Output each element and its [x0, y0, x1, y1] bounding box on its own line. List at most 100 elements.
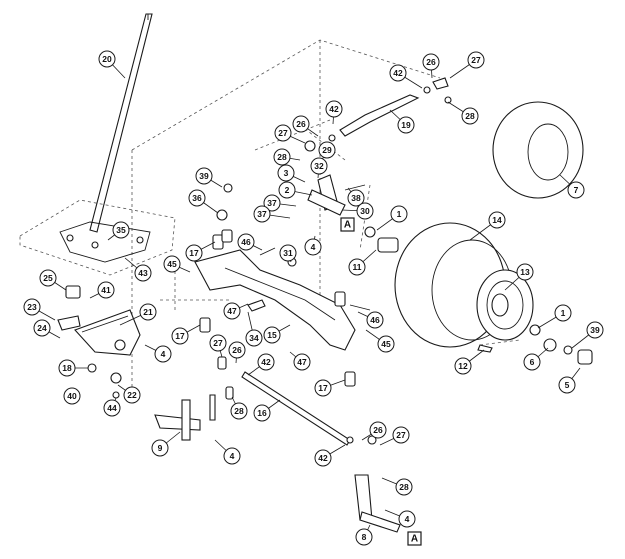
callout-28: 28 — [447, 101, 479, 125]
callout-42: 42 — [389, 64, 423, 89]
callout-17: 17 — [171, 324, 201, 345]
callout-number: 17 — [189, 248, 199, 258]
callout-27: 27 — [274, 124, 306, 144]
callout-number: 22 — [127, 390, 137, 400]
callout-bubble — [422, 53, 440, 71]
callout-number: 28 — [465, 111, 475, 121]
callout-number: 27 — [471, 55, 481, 65]
callout-bubble — [467, 51, 485, 69]
callout-1: 1 — [376, 205, 408, 231]
callout-number: 19 — [401, 120, 411, 130]
callout-bubble — [154, 345, 172, 363]
callout-42: 42 — [325, 100, 343, 125]
callout-39: 39 — [571, 321, 604, 349]
callout-number: 39 — [590, 325, 600, 335]
callout-bubble — [103, 399, 121, 417]
callout-bubble — [586, 321, 604, 339]
callout-bubble — [389, 64, 407, 82]
callout-number: 27 — [278, 128, 288, 138]
callout-bubble — [318, 141, 336, 159]
callout-number: 26 — [296, 119, 306, 129]
callout-21: 21 — [119, 303, 157, 326]
callout-number: 39 — [199, 171, 209, 181]
callout-number: 41 — [101, 285, 111, 295]
callout-30: 30 — [341, 202, 374, 220]
callout-bubble — [245, 329, 263, 347]
callout-26: 26 — [228, 341, 246, 364]
callout-number: 12 — [458, 361, 468, 371]
callout-28: 28 — [230, 396, 248, 420]
callout-number: 7 — [574, 185, 579, 195]
callout-bubble — [369, 421, 387, 439]
callout-9: 9 — [151, 431, 181, 457]
callout-5: 5 — [558, 367, 581, 394]
callout-number: 13 — [520, 267, 530, 277]
callout-bubble — [278, 181, 296, 199]
callout-4: 4 — [214, 439, 241, 465]
callout-24: 24 — [33, 319, 61, 339]
callout-18: 18 — [58, 359, 88, 377]
callout-number: 4 — [405, 514, 410, 524]
callout-15: 15 — [263, 324, 291, 344]
callout-bubble — [171, 327, 189, 345]
callout-26: 26 — [422, 53, 440, 79]
callout-39: 39 — [195, 167, 223, 188]
callout-19: 19 — [389, 109, 415, 134]
callout-16: 16 — [253, 399, 281, 422]
callout-41: 41 — [89, 281, 115, 299]
callout-47: 47 — [289, 351, 311, 371]
callout-number: 5 — [565, 380, 570, 390]
spindle-left — [154, 394, 216, 441]
tie-rod — [241, 371, 351, 446]
front-axle-beam — [194, 249, 356, 351]
drag-link — [339, 94, 420, 137]
callout-17: 17 — [314, 379, 346, 397]
callout-bubble — [454, 357, 472, 375]
callout-47: 47 — [223, 302, 249, 320]
callout-number: 24 — [37, 323, 47, 333]
callout-27: 27 — [209, 334, 227, 358]
callout-bubble — [355, 528, 373, 546]
callout-bubble — [395, 478, 413, 496]
callout-number: 14 — [492, 215, 502, 225]
callout-bubble — [58, 359, 76, 377]
callout-40: 40 — [63, 387, 81, 405]
callout-bubble — [230, 402, 248, 420]
callout-bubble — [33, 319, 51, 337]
callout-number: 4 — [230, 451, 235, 461]
callout-bubble — [554, 304, 572, 322]
callout-number: 17 — [175, 331, 185, 341]
callout-number: 34 — [249, 333, 259, 343]
callout-31: 31 — [279, 244, 297, 263]
callout-17: 17 — [185, 241, 216, 262]
callout-number: 47 — [297, 357, 307, 367]
small-parts — [65, 77, 593, 445]
callout-number: 28 — [234, 406, 244, 416]
callout-bubble — [293, 353, 311, 371]
callout-bubble — [237, 233, 255, 251]
callout-bubble — [63, 387, 81, 405]
callout-bubble — [263, 194, 281, 212]
callout-bubble — [488, 211, 506, 229]
callout-bubble — [274, 124, 292, 142]
callout-number: 43 — [138, 268, 148, 278]
sector-gear — [57, 309, 141, 356]
callout-bubble — [98, 50, 116, 68]
callout-14: 14 — [469, 211, 506, 241]
callout-4: 4 — [304, 235, 322, 256]
callout-number: 32 — [314, 161, 324, 171]
callout-26: 26 — [292, 115, 319, 137]
callout-20: 20 — [98, 50, 126, 79]
callout-11: 11 — [348, 249, 377, 276]
callout-bubble — [292, 115, 310, 133]
callout-37: 37 — [263, 194, 297, 212]
callout-number: 30 — [360, 206, 370, 216]
callout-12: 12 — [454, 349, 485, 375]
callout-number: 16 — [257, 408, 267, 418]
callout-36: 36 — [188, 189, 219, 214]
callout-number: 1 — [561, 308, 566, 318]
callout-34: 34 — [245, 311, 263, 347]
